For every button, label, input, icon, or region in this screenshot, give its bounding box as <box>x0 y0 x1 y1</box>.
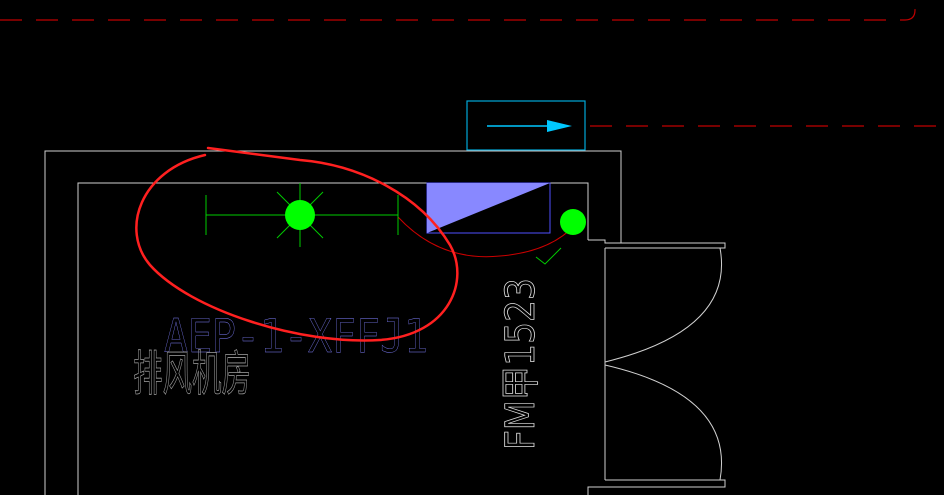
duct-box[interactable] <box>466 100 586 151</box>
outlet-dot-icon[interactable] <box>535 209 586 265</box>
fan-icon[interactable] <box>276 183 324 247</box>
door-leaf-lower[interactable] <box>604 364 722 481</box>
room-name-label: 排风机房 <box>133 346 251 402</box>
door-leaf-upper[interactable] <box>604 247 722 363</box>
damper-wedge <box>427 183 550 233</box>
flow-arrow-icon <box>547 120 572 132</box>
annotation-circle <box>135 146 459 342</box>
red-connection-arc <box>397 216 576 258</box>
door-jamb-bottom <box>587 479 726 495</box>
top-dashed-boundary <box>0 0 916 21</box>
door-jamb-top <box>588 239 726 249</box>
outer-wall <box>44 150 622 495</box>
door-tag-label: FM甲1523 <box>498 278 544 450</box>
equipment-tag-label: AEP-1-XFFJ1 <box>164 309 428 363</box>
inner-wall <box>77 182 589 495</box>
